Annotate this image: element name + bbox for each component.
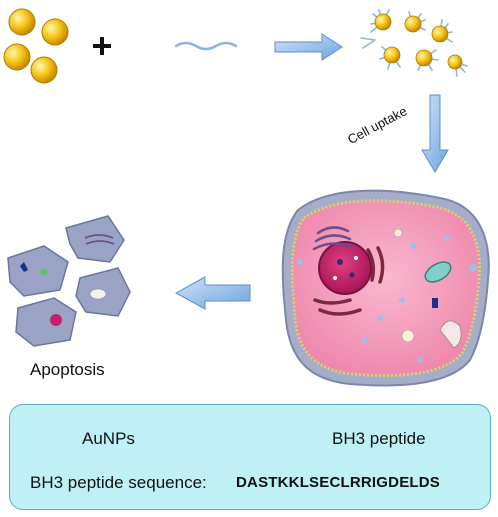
apoptotic-details xyxy=(20,234,115,326)
apoptotic-fragment xyxy=(15,297,77,347)
legend-sequence-value: DASTKKLSECLRRIGDELDS xyxy=(236,474,441,491)
apoptotic-cells xyxy=(7,215,131,347)
cell xyxy=(281,189,490,387)
arrow-icon xyxy=(174,276,251,310)
peptide-strand xyxy=(174,41,238,51)
aunp-peptide-conjugates xyxy=(360,9,468,77)
arrow-icon xyxy=(274,33,343,61)
apoptotic-fragment xyxy=(65,215,125,263)
legend-sequence-label: BH3 peptide sequence: xyxy=(30,473,207,492)
plus-icon xyxy=(93,37,111,55)
legend-panel xyxy=(9,404,491,510)
cell-cytoplasm xyxy=(290,199,481,377)
arrow-icon xyxy=(421,94,449,173)
nucleus xyxy=(318,241,372,295)
mitochondrion xyxy=(424,261,452,283)
apoptosis-label: Apoptosis xyxy=(30,360,105,379)
apoptotic-fragment xyxy=(7,245,69,297)
legend-aunp-label: AuNPs xyxy=(82,429,135,448)
legend-peptide-label: BH3 peptide xyxy=(332,429,426,448)
aunp-cluster xyxy=(3,8,69,84)
